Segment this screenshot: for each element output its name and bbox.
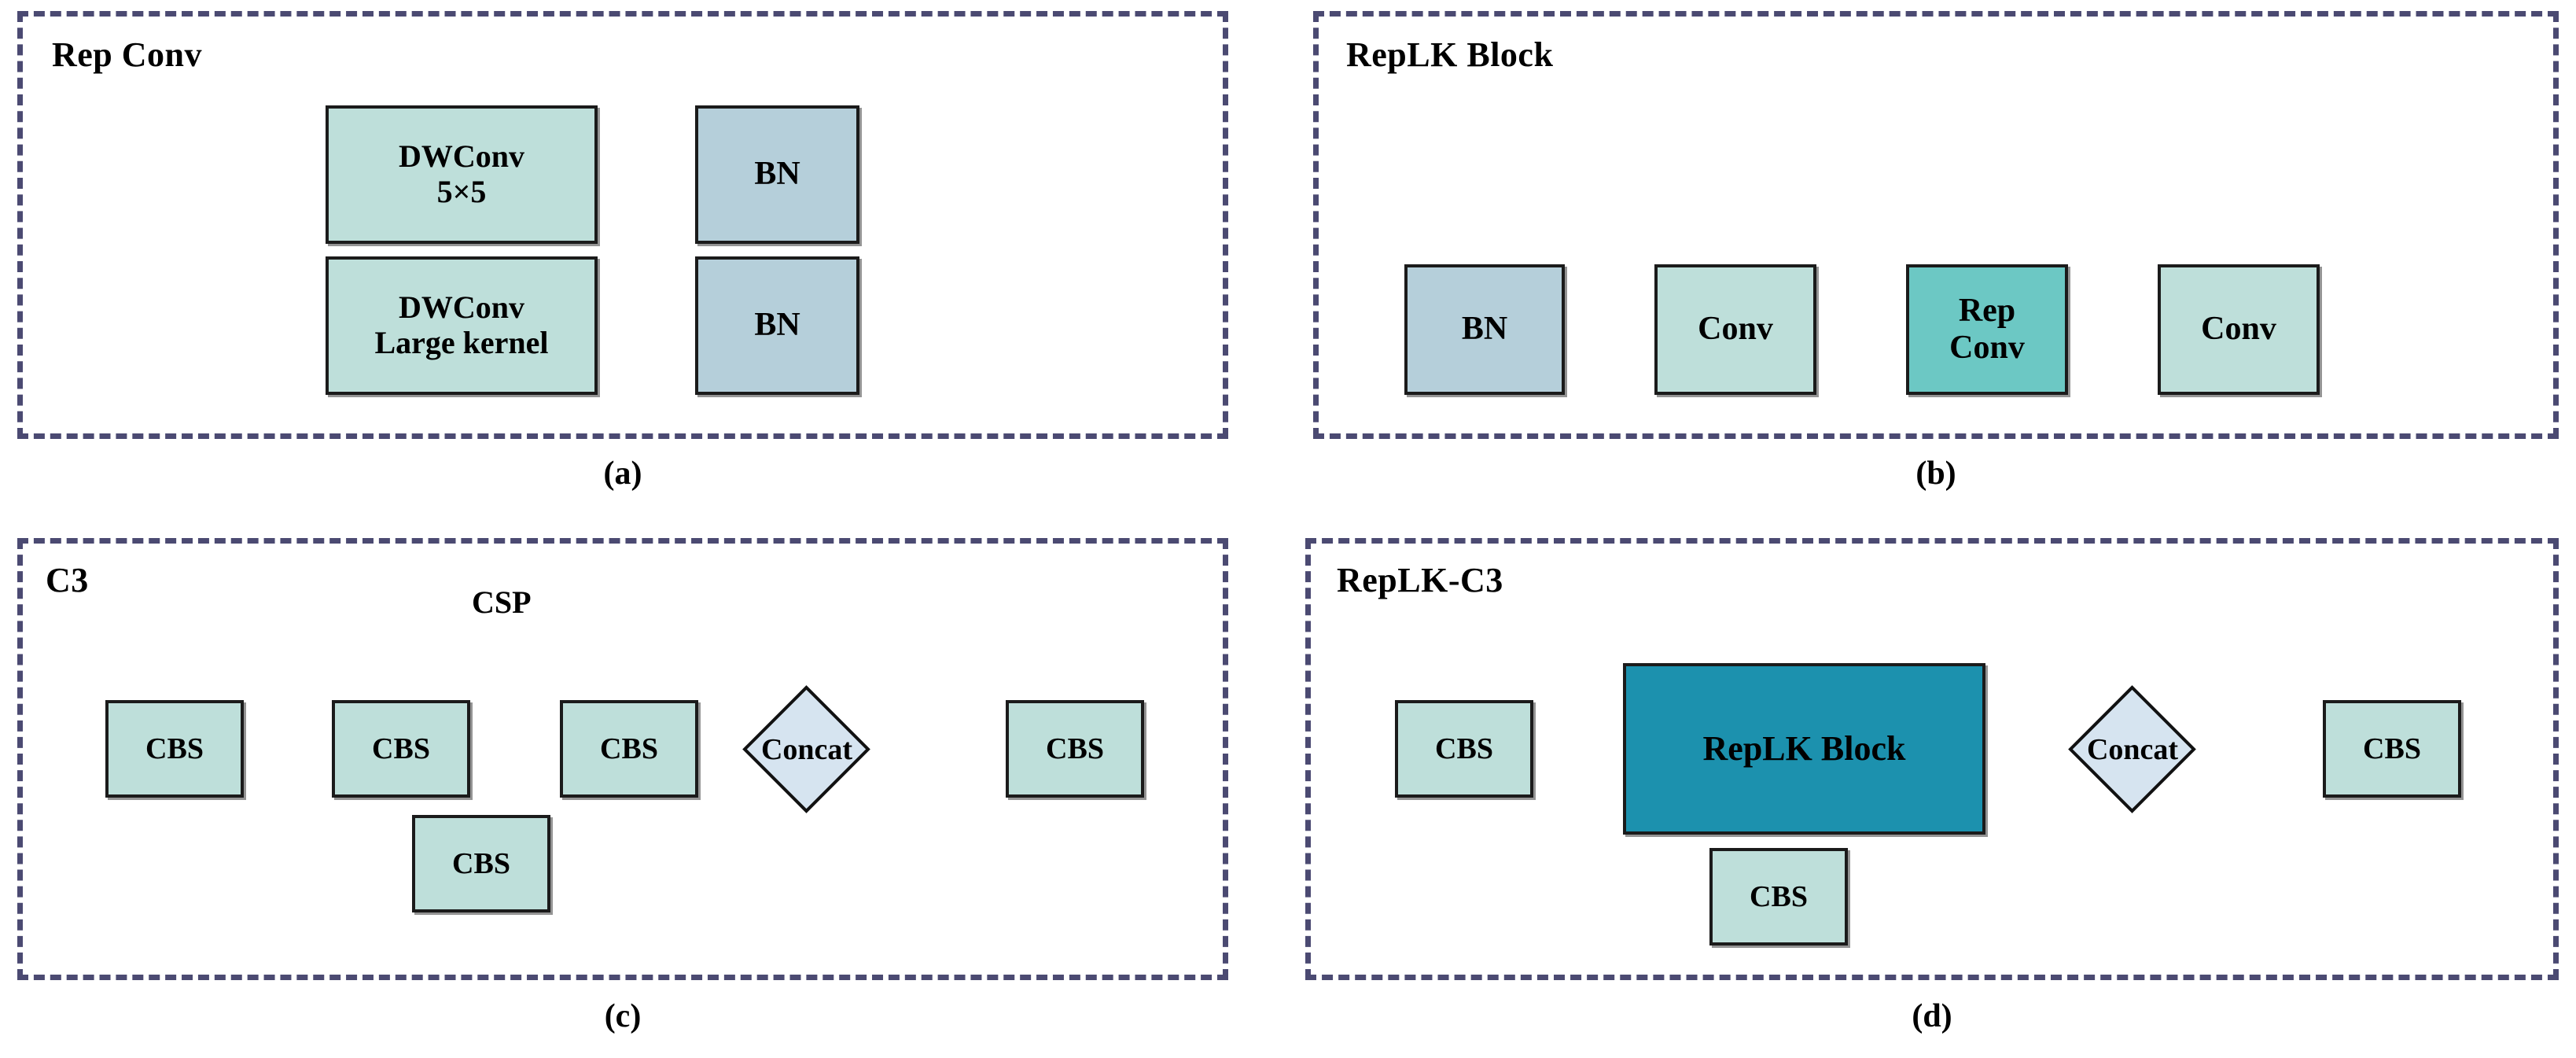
- node-dwconv-5x5-label: DWConv: [398, 138, 525, 175]
- panel-rep-conv: [17, 11, 1228, 439]
- panel-b-caption: (b): [1915, 455, 1956, 492]
- node-b-conv-1: Conv: [1654, 264, 1816, 395]
- node-c-cbs-branch: CBS: [412, 815, 550, 912]
- node-d-concat-label: Concat: [2086, 733, 2179, 766]
- panel-c-title: C3: [46, 561, 89, 599]
- node-d-cbs-1: CBS: [1395, 700, 1533, 798]
- node-c-cbs-3: CBS: [560, 700, 698, 798]
- node-b-rep-conv-label: Rep: [1958, 292, 2016, 329]
- node-d-replk-block-label: RepLK Block: [1702, 729, 1906, 769]
- node-dwconv-5x5-sub: 5×5: [436, 174, 487, 209]
- node-c-cbs-2-label: CBS: [372, 732, 430, 765]
- node-d-cbs-1-label: CBS: [1435, 732, 1493, 765]
- node-d-replk-block: RepLK Block: [1623, 663, 1985, 835]
- node-bn-top-label: BN: [754, 156, 800, 193]
- panel-d-caption: (d): [1912, 998, 1952, 1034]
- panel-c-caption: (c): [604, 998, 642, 1034]
- panel-d-title: RepLK-C3: [1337, 561, 1503, 599]
- node-bn-bottom-label: BN: [754, 307, 800, 344]
- node-c-cbs-branch-label: CBS: [452, 846, 510, 880]
- node-b-conv-2-label: Conv: [2201, 311, 2276, 348]
- node-d-cbs-out-label: CBS: [2363, 732, 2421, 765]
- node-b-bn: BN: [1404, 264, 1565, 395]
- node-c-cbs-out: CBS: [1006, 700, 1144, 798]
- node-bn-top: BN: [695, 105, 859, 244]
- node-d-cbs-branch: CBS: [1709, 848, 1848, 946]
- node-b-conv-2: Conv: [2158, 264, 2320, 395]
- node-c-cbs-1-label: CBS: [145, 732, 204, 765]
- panel-a-title: Rep Conv: [52, 35, 203, 74]
- panel-a-caption: (a): [603, 455, 642, 492]
- node-c-concat-label: Concat: [760, 733, 853, 766]
- node-c-cbs-3-label: CBS: [600, 732, 658, 765]
- node-d-cbs-out: CBS: [2323, 700, 2461, 798]
- node-b-rep-conv: Rep Conv: [1906, 264, 2068, 395]
- panel-b-title: RepLK Block: [1346, 35, 1554, 74]
- node-b-rep-conv-sub: Conv: [1949, 330, 2025, 366]
- node-c-cbs-1: CBS: [105, 700, 244, 798]
- csp-label: CSP: [472, 584, 532, 620]
- node-bn-bottom: BN: [695, 256, 859, 395]
- node-b-conv-1-label: Conv: [1698, 311, 1773, 348]
- node-c-cbs-out-label: CBS: [1046, 732, 1104, 765]
- node-d-cbs-branch-label: CBS: [1750, 879, 1808, 913]
- node-dwconv-large-kernel-label: DWConv: [398, 289, 525, 326]
- node-dwconv-5x5: DWConv 5×5: [326, 105, 598, 244]
- node-dwconv-large-kernel-sub: Large kernel: [374, 325, 549, 360]
- node-c-cbs-2: CBS: [332, 700, 470, 798]
- node-dwconv-large-kernel: DWConv Large kernel: [326, 256, 598, 395]
- node-b-bn-label: BN: [1461, 311, 1508, 348]
